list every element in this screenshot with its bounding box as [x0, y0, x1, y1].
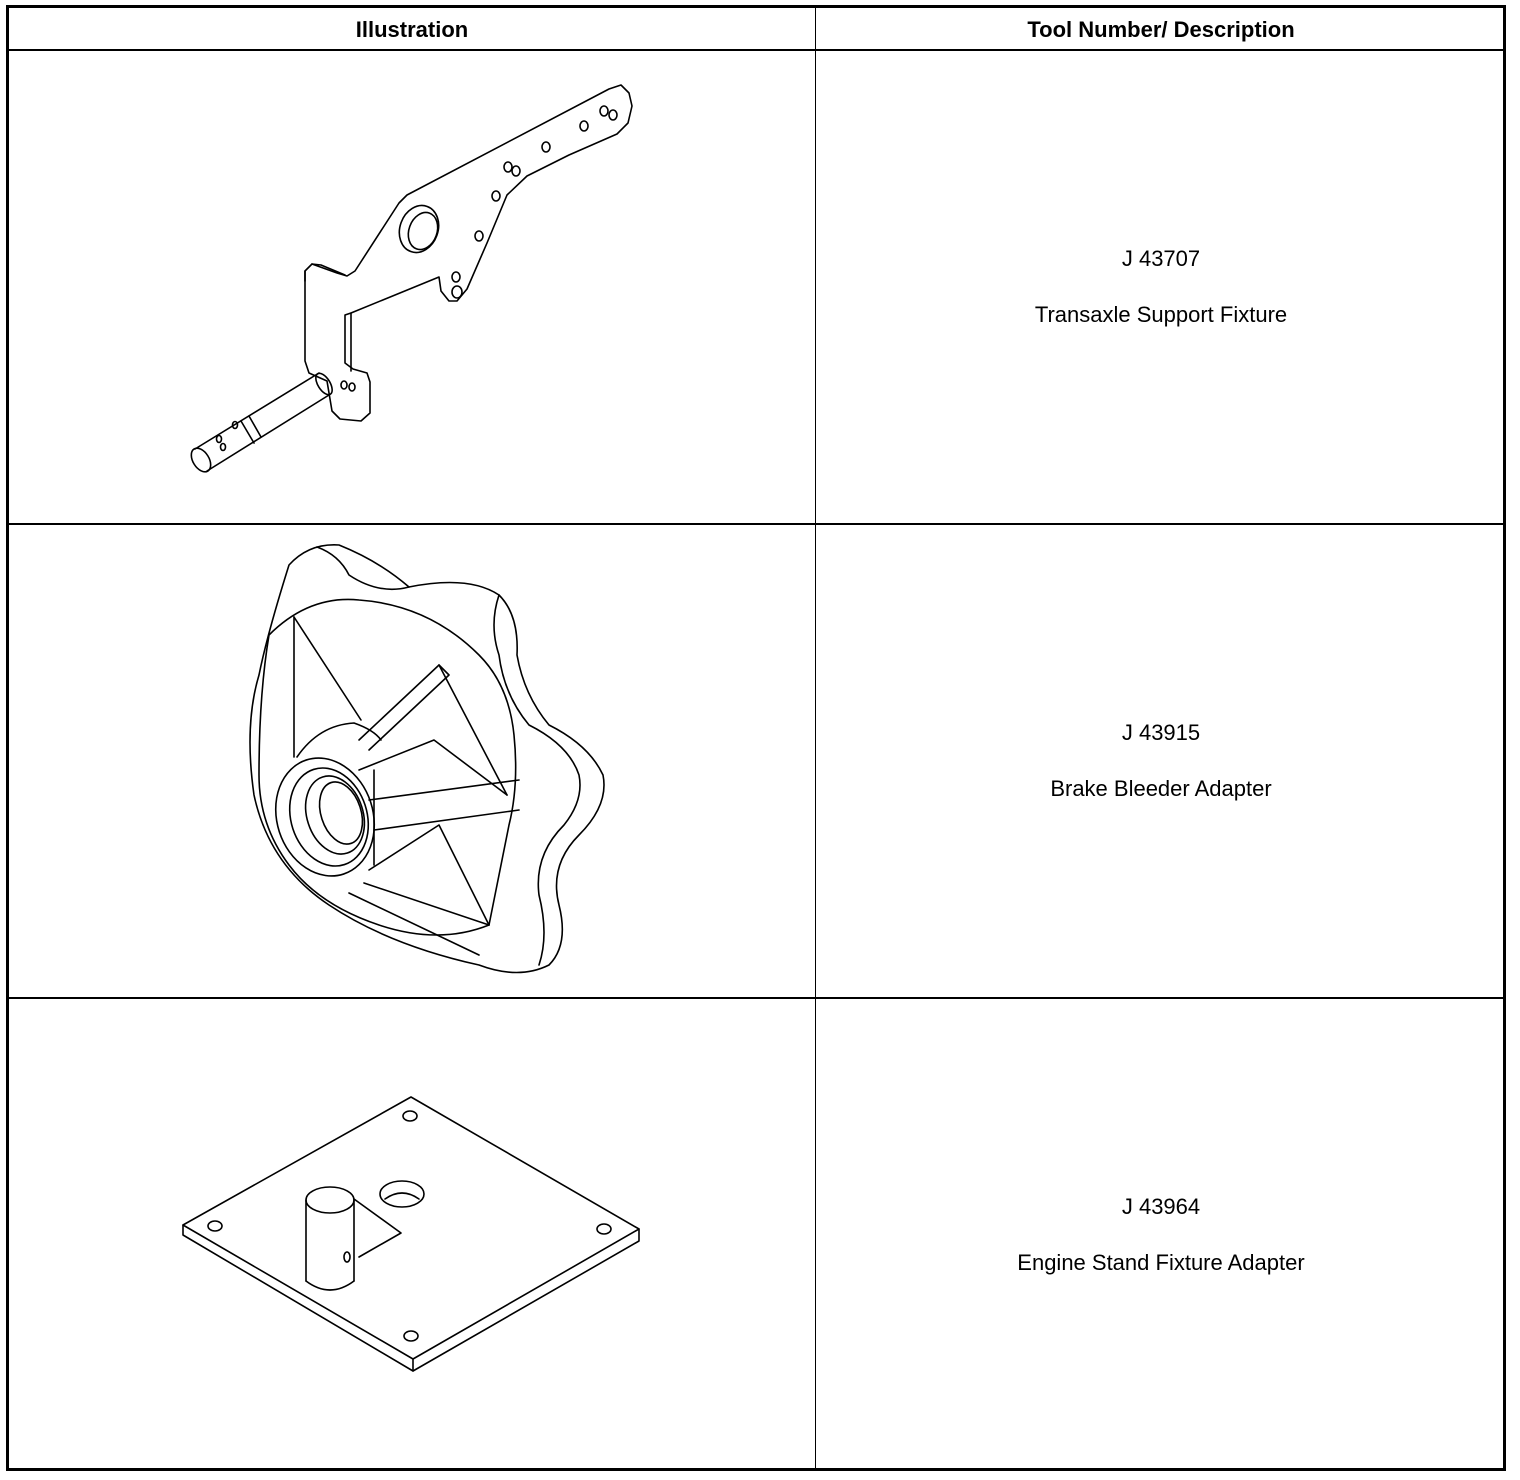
tool-description-cell: J 43915 Brake Bleeder Adapter	[816, 525, 1506, 997]
column-divider	[815, 8, 816, 1468]
tool-number: J 43964	[1121, 1194, 1201, 1219]
tools-table: Illustration Tool Number/ Description	[6, 5, 1506, 1471]
tool-description: Transaxle Support Fixture	[1034, 302, 1288, 327]
support-fixture-illustration	[9, 51, 815, 523]
stand-adapter-illustration	[9, 999, 815, 1471]
tool-description-cell: J 43964 Engine Stand Fixture Adapter	[816, 999, 1506, 1471]
row-divider	[9, 523, 1503, 525]
tool-description: Brake Bleeder Adapter	[1050, 776, 1272, 801]
tool-number: J 43707	[1121, 246, 1201, 271]
tool-description-cell: J 43707 Transaxle Support Fixture	[816, 51, 1506, 523]
header-divider	[9, 49, 1503, 51]
tool-description: Engine Stand Fixture Adapter	[1017, 1250, 1305, 1275]
tool-number: J 43915	[1121, 720, 1201, 745]
header-tool-number: Tool Number/ Description	[1027, 16, 1295, 42]
row-divider	[9, 997, 1503, 999]
bleeder-adapter-illustration	[9, 525, 815, 997]
header-illustration: Illustration	[355, 16, 469, 42]
